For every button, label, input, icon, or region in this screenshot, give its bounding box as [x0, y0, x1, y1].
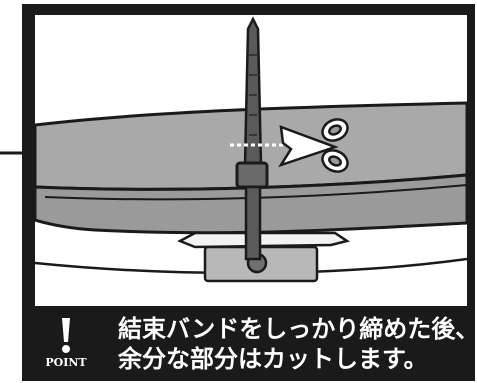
point-label: POINT [45, 356, 87, 369]
caption-text: 結束バンドをしっかり締めた後、 余分な部分はカットします。 [118, 314, 477, 374]
cable-tie-illustration [35, 16, 467, 283]
scissors-icon [278, 118, 349, 173]
caption-bar: POINT 結束バンドをしっかり締めた後、 余分な部分はカットします。 [22, 306, 477, 381]
illustration-panel [35, 15, 467, 306]
caption-line-1: 結束バンドをしっかり締めた後、 [118, 315, 477, 343]
point-badge: POINT [36, 316, 96, 376]
caption-line-2: 余分な部分はカットします。 [118, 345, 428, 373]
cable-tie-icon [235, 16, 269, 261]
clip-bracket [177, 231, 351, 249]
exclamation-icon [62, 318, 70, 353]
